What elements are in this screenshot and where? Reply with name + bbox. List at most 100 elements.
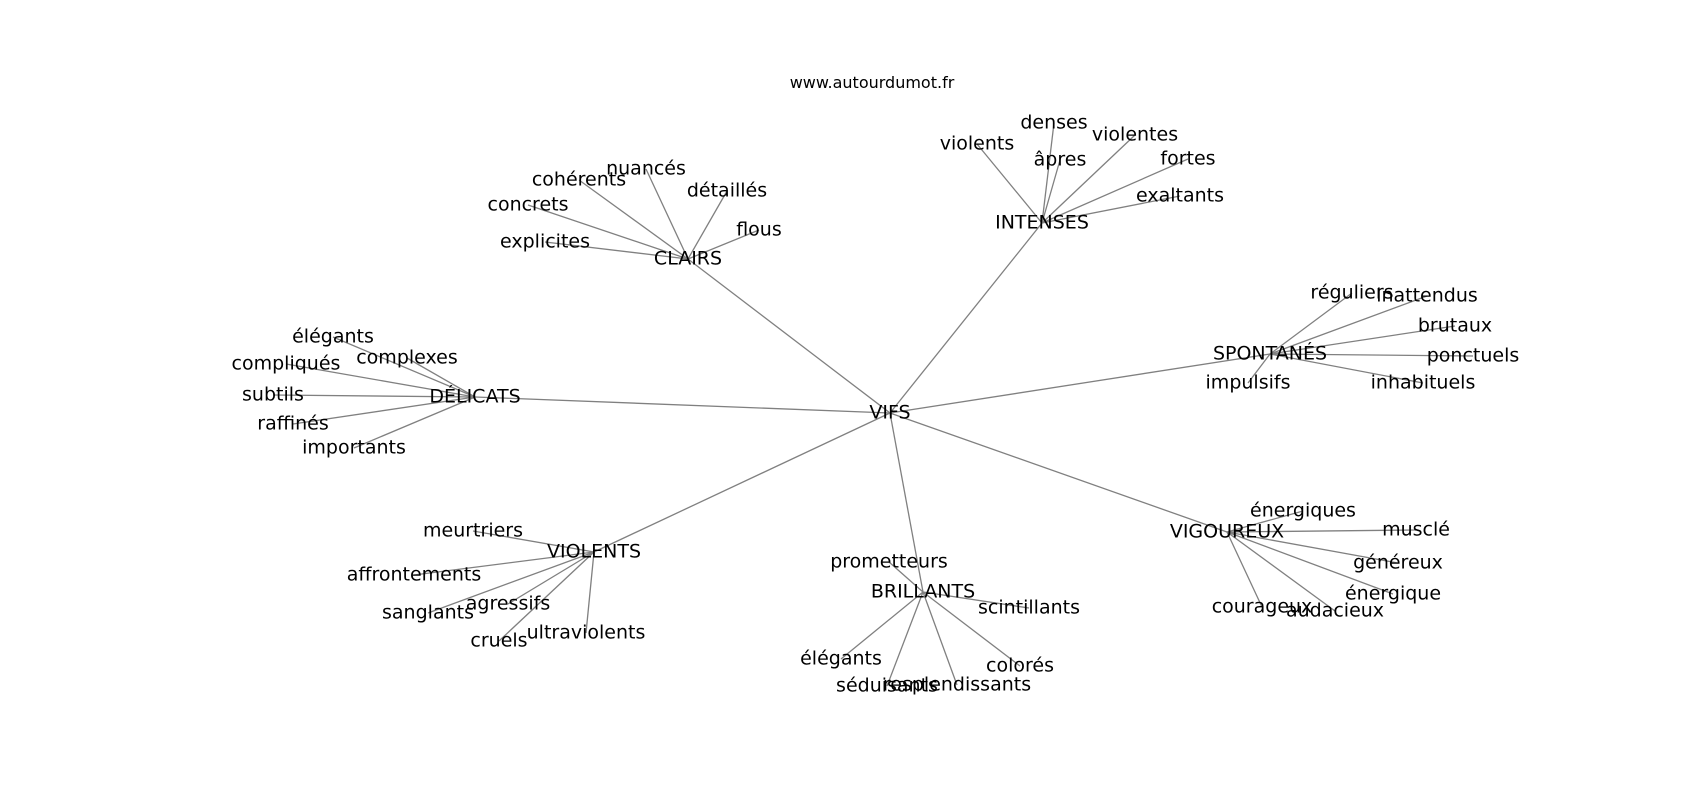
leaf-node-intenses: violents <box>940 133 1015 155</box>
leaf-node-spontanes: inattendus <box>1376 285 1478 307</box>
edge-intenses-leaf <box>1041 122 1055 224</box>
edge-intenses-leaf <box>1041 134 1136 224</box>
edge-intenses-leaf <box>1041 195 1181 224</box>
leaf-node-clairs: nuancés <box>606 158 686 180</box>
leaf-node-intenses: exaltants <box>1136 185 1224 207</box>
leaf-node-vigoureux: généreux <box>1353 552 1443 574</box>
leaf-node-intenses: violentes <box>1092 124 1178 146</box>
leaf-node-violents: agressifs <box>466 593 550 615</box>
edge-intenses-leaf <box>976 143 1043 224</box>
edge-violents-leaf <box>427 551 595 614</box>
leaf-node-delicats: élégants <box>292 326 374 348</box>
leaf-node-vigoureux: audacieux <box>1286 600 1384 622</box>
leaf-node-spontanes: ponctuels <box>1427 345 1520 367</box>
edge-delicats-leaf <box>285 363 476 398</box>
leaf-node-brillants: élégants <box>800 648 882 670</box>
leaf-node-delicats: compliqués <box>232 353 341 375</box>
leaf-node-vigoureux: musclé <box>1382 519 1450 541</box>
edge-clairs-leaf <box>687 229 760 260</box>
edge-clairs-leaf <box>687 190 728 260</box>
edge-vigoureux-leaf <box>1226 531 1263 608</box>
edge-vigoureux-leaf <box>1226 531 1336 612</box>
edge-center-intenses <box>889 222 1043 414</box>
edge-brillants-leaf <box>922 591 1021 667</box>
leaf-node-intenses: âpres <box>1034 149 1087 171</box>
edge-brillants-leaf <box>888 561 924 593</box>
leaf-node-spontanes: impulsifs <box>1206 372 1291 394</box>
leaf-node-violents: affrontements <box>347 564 482 586</box>
edge-spontanes-leaf <box>1269 295 1428 355</box>
edge-center-delicats <box>474 396 891 414</box>
labels-layer: CLAIRS explicites concrets cohérentsnuancés… <box>232 112 1520 697</box>
edge-violents-leaf <box>413 551 595 576</box>
leaf-node-spontanes: réguliers <box>1310 282 1393 304</box>
leaf-node-brillants: séduisants <box>836 675 938 697</box>
edge-vigoureux-leaf <box>1226 510 1304 533</box>
edge-violents-leaf <box>472 530 595 553</box>
edge-brillants-leaf <box>922 591 958 686</box>
hub-node-delicats: DÉLICATS <box>429 385 520 408</box>
leaf-node-brillants: resplendissants <box>883 674 1031 696</box>
edge-center-spontanes <box>889 353 1271 414</box>
edge-violents-leaf <box>585 551 595 634</box>
leaf-node-violents: cruels <box>470 630 527 652</box>
edge-delicats-leaf <box>353 396 476 449</box>
edge-center-violents <box>593 412 891 553</box>
leaf-node-clairs: cohérents <box>532 169 626 191</box>
edge-spontanes-leaf <box>1269 353 1424 384</box>
leaf-node-violents: ultraviolents <box>527 622 646 644</box>
edge-clairs-leaf <box>544 241 689 260</box>
leaf-node-spontanes: inhabituels <box>1371 372 1476 394</box>
source-url: www.autourdumot.fr <box>790 73 955 92</box>
edge-brillants-leaf <box>886 591 924 687</box>
edge-center-clairs <box>687 258 891 414</box>
edge-clairs-leaf <box>645 168 689 260</box>
leaf-node-clairs: flous <box>736 219 782 241</box>
hub-node-spontanes: SPONTANÉS <box>1213 342 1327 365</box>
edge-spontanes-leaf <box>1269 325 1456 355</box>
hub-node-brillants: BRILLANTS <box>871 581 975 603</box>
leaf-node-delicats: subtils <box>242 384 304 406</box>
edge-brillants-leaf <box>840 591 924 660</box>
leaf-node-brillants: prometteurs <box>830 551 948 573</box>
edge-intenses-leaf <box>1041 158 1189 224</box>
edge-intenses-leaf <box>1041 159 1061 224</box>
edge-delicats-leaf <box>332 336 476 398</box>
leaf-node-delicats: importants <box>302 437 406 459</box>
edge-delicats-leaf <box>272 394 476 398</box>
edge-vigoureux-leaf <box>1226 531 1394 595</box>
leaf-node-clairs: explicites <box>500 231 590 253</box>
edge-clairs-leaf <box>527 204 689 260</box>
edge-spontanes-leaf <box>1269 353 1474 357</box>
hub-node-clairs: CLAIRS <box>654 248 722 270</box>
hub-node-vigoureux: VIGOUREUX <box>1170 521 1284 543</box>
edge-vigoureux-leaf <box>1226 529 1417 533</box>
edge-delicats-leaf <box>406 357 476 398</box>
leaf-node-violents: meurtriers <box>423 520 523 542</box>
leaf-node-delicats: raffinés <box>257 413 328 435</box>
edges-layer <box>272 122 1474 687</box>
edge-violents-leaf <box>498 551 595 642</box>
edge-delicats-leaf <box>292 396 476 425</box>
leaf-node-vigoureux: énergiques <box>1250 500 1356 522</box>
hub-node-intenses: INTENSES <box>995 212 1089 234</box>
leaf-node-vigoureux: courageux <box>1212 596 1313 618</box>
leaf-node-intenses: denses <box>1020 112 1087 134</box>
leaf-node-vigoureux: énergique <box>1345 583 1441 605</box>
edge-center-vigoureux <box>889 412 1228 533</box>
edge-clairs-leaf <box>578 179 689 260</box>
edge-vigoureux-leaf <box>1226 531 1399 564</box>
edge-violents-leaf <box>507 551 595 605</box>
leaf-node-clairs: détaillés <box>687 180 767 202</box>
leaf-node-intenses: fortes <box>1160 148 1215 170</box>
edge-brillants-leaf <box>922 591 1030 609</box>
hub-node-violents: VIOLENTS <box>547 541 641 563</box>
leaf-node-clairs: concrets <box>488 194 569 216</box>
edge-spontanes-leaf <box>1269 292 1353 355</box>
leaf-node-brillants: scintillants <box>978 597 1080 619</box>
leaf-node-delicats: complexes <box>356 347 458 369</box>
edge-center-brillants <box>889 412 924 593</box>
leaf-node-brillants: colorés <box>986 655 1054 677</box>
center-node: VIFS <box>869 402 910 424</box>
edge-spontanes-leaf <box>1247 353 1271 384</box>
